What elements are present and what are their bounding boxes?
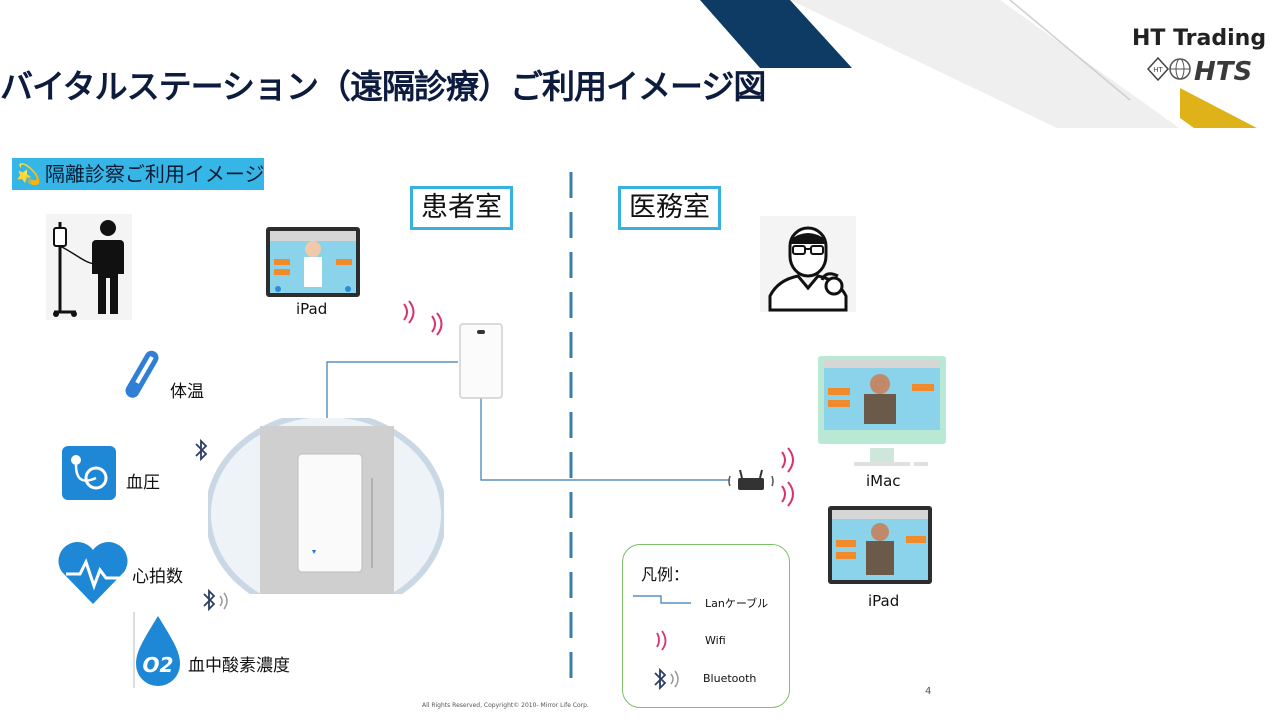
room-divider: [569, 172, 573, 682]
doctor-icon: [760, 216, 856, 312]
ipad-patient-label: iPad: [296, 300, 328, 318]
vital-monitor-app-icon: [270, 231, 356, 293]
wifi-icon: [403, 300, 443, 336]
heart-rate-icon: [58, 541, 128, 604]
vital-label-blood-oxygen: 血中酸素濃度: [188, 656, 290, 676]
legend-title: 凡例：: [641, 565, 690, 584]
vital-label-blood-pressure: 血圧: [126, 473, 160, 493]
hts-logo-icon: HT HTS: [1146, 56, 1252, 84]
ipad-patient-screen: [266, 227, 360, 297]
lan-cable-icon: [633, 595, 691, 604]
patient-room-label: 患者室: [410, 186, 513, 230]
svg-text:HTS: HTS: [1194, 57, 1252, 84]
vital-station-device: [208, 418, 444, 594]
legend-item-lan: Lanケーブル: [705, 597, 769, 610]
page-title: バイタルステーション（遠隔診療）ご利用イメージ図: [0, 67, 766, 106]
bluetooth-icon: [203, 588, 228, 612]
brand-name: HT Trading: [1132, 26, 1267, 51]
oxygen-drop-icon: O2: [133, 612, 180, 688]
diagram-caption: 💫隔離診察ご利用イメージ: [12, 158, 265, 190]
imac-label: iMac: [866, 472, 901, 490]
patient-iv-icon: [46, 214, 132, 320]
svg-text:HT: HT: [1153, 66, 1163, 74]
bluetooth-icon: [654, 667, 679, 691]
ipad-office-screen: [828, 506, 932, 584]
blood-pressure-icon: [62, 446, 116, 500]
page-number: 4: [925, 686, 932, 697]
imac-icon: [818, 356, 946, 466]
vital-label-heart-rate: 心拍数: [132, 567, 183, 587]
bluetooth-icon: [195, 438, 208, 462]
medical-office-label: 医務室: [618, 186, 721, 230]
svg-text:O2: O2: [143, 653, 174, 677]
wifi-router-icon: [459, 323, 503, 399]
copyright-footer: All Rights Reserved, Copyright© 2010- Mi…: [422, 702, 589, 709]
legend-item-wifi: Wifi: [705, 634, 726, 647]
legend-item-bluetooth: Bluetooth: [703, 672, 757, 685]
wifi-icon: [781, 447, 794, 507]
ipad-office-label: iPad: [868, 592, 900, 610]
office-router-icon: [728, 469, 774, 490]
satellite-icon: 💫: [16, 162, 41, 186]
thermometer-icon: [125, 350, 159, 398]
wifi-icon: [656, 630, 667, 651]
legend-box: 凡例： Lanケーブル Wifi Bluetooth: [622, 544, 790, 708]
vital-monitor-app-icon: [832, 510, 928, 580]
vital-label-temperature: 体温: [170, 382, 204, 402]
